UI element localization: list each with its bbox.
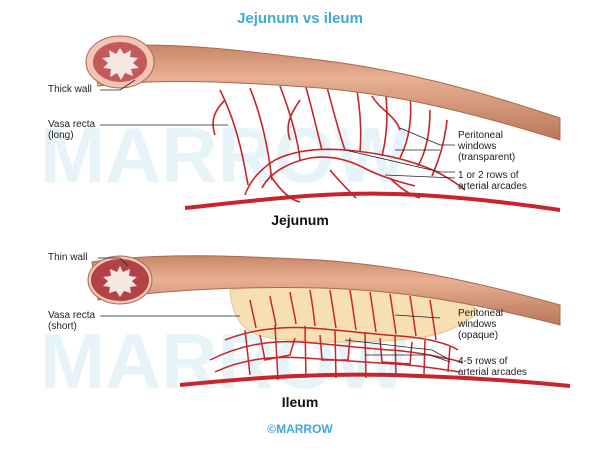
- jejunum-leaders: [100, 79, 456, 179]
- ileum-leaders: [98, 257, 451, 363]
- jejunum-mucosa: [102, 48, 139, 80]
- brand-logo-text: ©MARROW: [267, 422, 333, 436]
- jejunum-tube: [91, 44, 561, 141]
- caption-jejunum: Jejunum: [271, 212, 329, 228]
- label-vasa-recta-short: Vasa recta (short): [48, 310, 96, 332]
- ileum-tube: [91, 255, 561, 326]
- label-arterial-arcades-jejunum: 1 or 2 rows of arterial arcades: [458, 170, 527, 192]
- label-thick-wall: Thick wall: [48, 84, 92, 95]
- ileum-mucosa: [103, 266, 137, 297]
- label-peritoneal-windows-opaque: Peritoneal windows (opaque): [458, 308, 504, 341]
- ileum-main-artery: [179, 372, 571, 388]
- watermark-top: MARROW: [40, 111, 409, 199]
- label-peritoneal-windows-transparent: Peritoneal windows (transparent): [458, 130, 516, 163]
- page-title: Jejunum vs ileum: [237, 10, 363, 27]
- jejunum-vessels: [184, 79, 561, 212]
- ileum-vessels: [179, 289, 571, 388]
- caption-ileum: Ileum: [281, 394, 319, 410]
- jejunum-main-artery: [184, 191, 561, 212]
- label-vasa-recta-long: Vasa recta (long): [48, 119, 96, 141]
- label-arterial-arcades-ileum: 4-5 rows of arterial arcades: [458, 356, 527, 378]
- label-thin-wall: Thin wall: [48, 252, 88, 263]
